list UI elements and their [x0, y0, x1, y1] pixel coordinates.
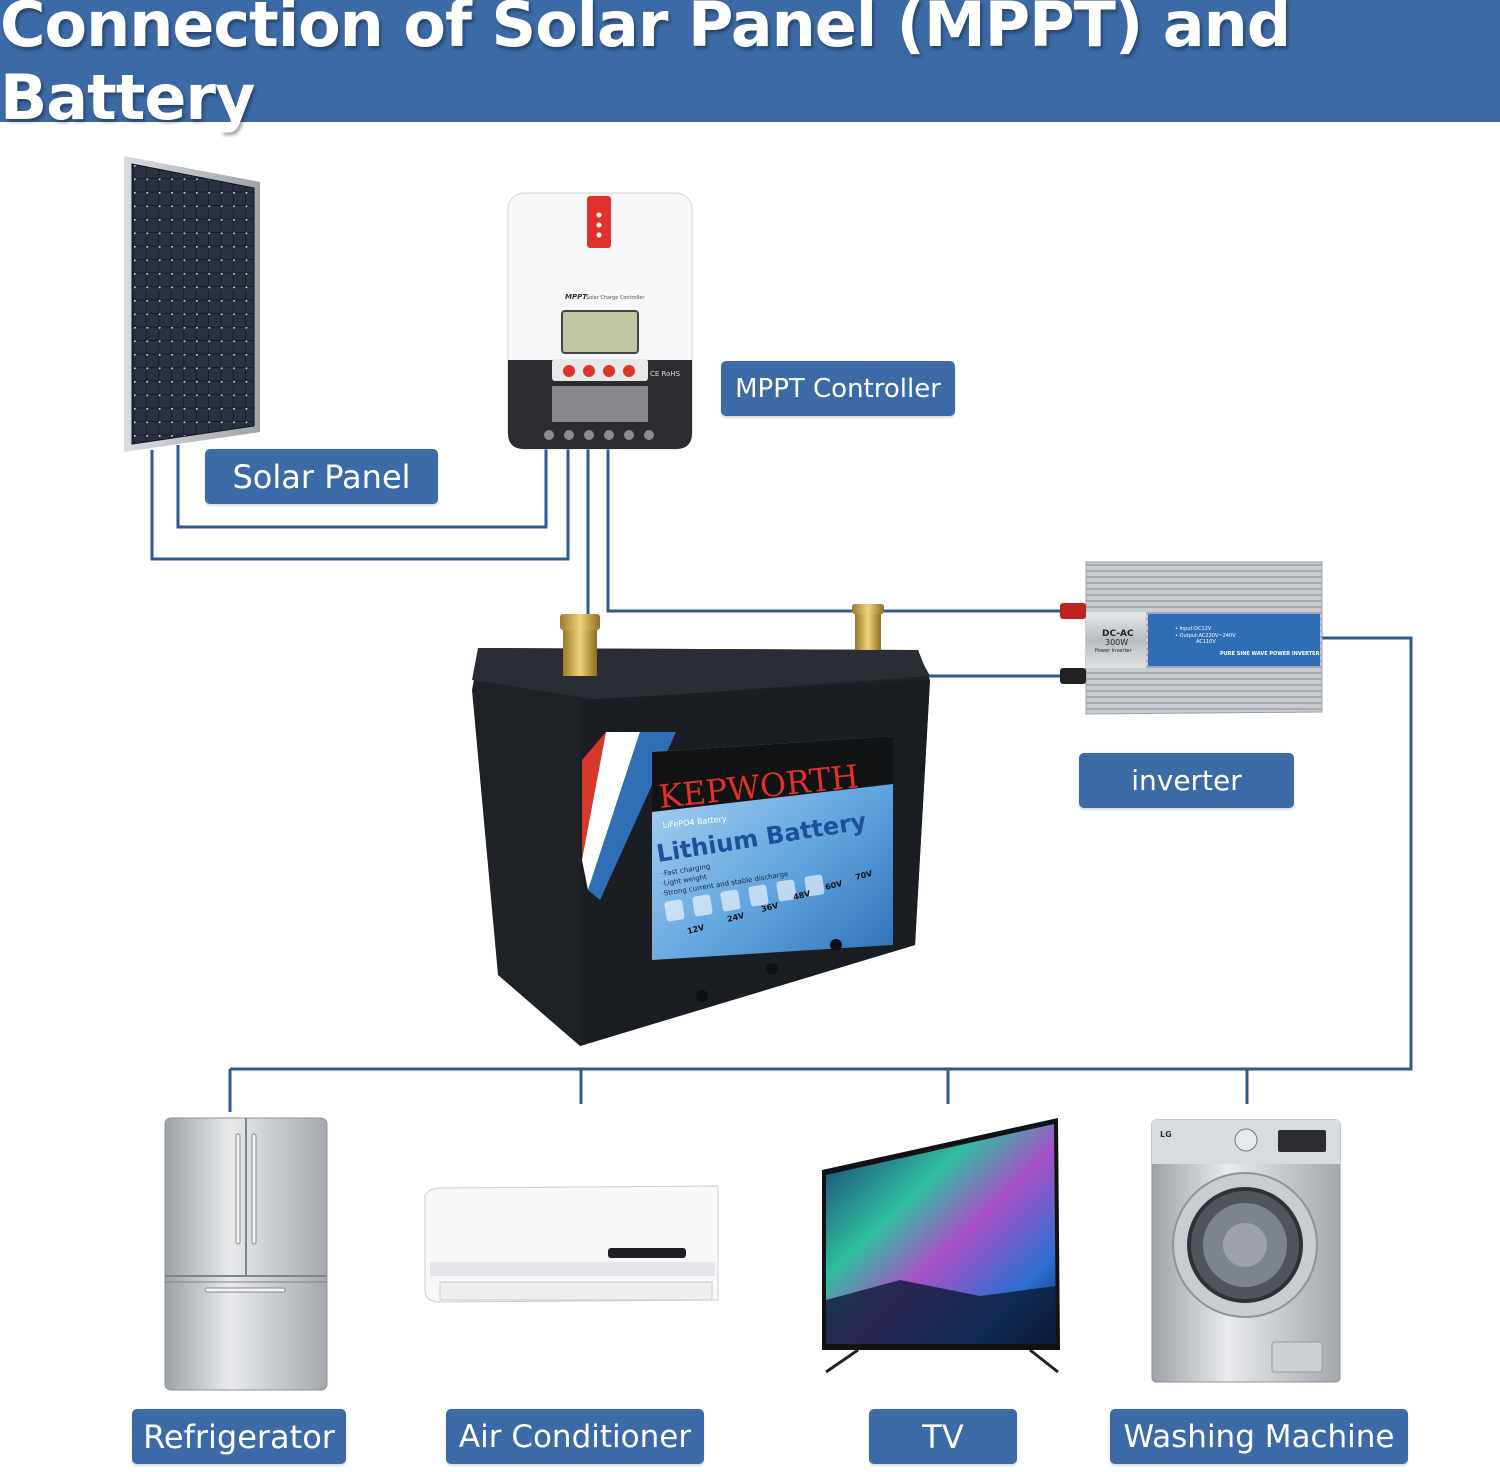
mppt-brand-text: MPPT — [565, 293, 588, 301]
mppt-cert-text: CE RoHS — [650, 370, 681, 378]
battery-voltage-70v: 70V — [854, 869, 874, 882]
wire-solar-positive — [150, 445, 570, 561]
mppt-model-text: Solar Charge Controller — [586, 295, 645, 301]
battery-voltage-24v: 24V — [726, 911, 746, 924]
inverter-spec-line1: • Input:DC12V — [1175, 626, 1212, 632]
label-tv: TV — [869, 1409, 1017, 1464]
label-washing-machine: Washing Machine — [1110, 1409, 1408, 1464]
battery-voltage-12v: 12V — [686, 923, 706, 936]
washing-machine: LG — [1151, 1119, 1341, 1383]
inverter-spec-line2: • Output:AC220V~240V — [1175, 633, 1236, 639]
inverter-model-line3: Power Inverter — [1095, 648, 1132, 654]
label-solar-panel: Solar Panel — [205, 449, 438, 504]
battery: KEPWORTH LiFePO4 Battery Lithium Battery… — [472, 604, 930, 1046]
inverter-model-line2: 300W — [1105, 638, 1128, 647]
mppt-controller: MPPT Solar Charge Controller CE RoHS — [507, 192, 693, 450]
tv — [822, 1118, 1060, 1374]
wire-inverter-output — [230, 636, 1413, 1071]
header-banner: Connection of Solar Panel (MPPT) and Bat… — [0, 0, 1500, 134]
solar-panel — [124, 156, 260, 452]
refrigerator — [164, 1117, 328, 1391]
inverter-model-line1: DC-AC — [1102, 629, 1134, 639]
air-conditioner — [424, 1185, 719, 1303]
battery-voltage-36v: 36V — [760, 901, 780, 914]
inverter-banner-text: PURE SINE WAVE POWER INVERTER — [1220, 651, 1320, 657]
label-inverter: inverter — [1079, 753, 1294, 808]
label-air-conditioner: Air Conditioner — [446, 1409, 704, 1464]
wire-controller-inverter — [606, 445, 1068, 613]
page-title: Connection of Solar Panel (MPPT) and Bat… — [0, 0, 1291, 134]
battery-voltage-60v: 60V — [824, 879, 844, 892]
inverter: DC-AC 300W Power Inverter • Input:DC12V … — [1060, 561, 1323, 715]
inverter-spec-line3: AC110V — [1196, 639, 1216, 645]
battery-voltage-48v: 48V — [792, 889, 812, 902]
wire-solar-negative — [176, 445, 548, 529]
label-refrigerator: Refrigerator — [132, 1409, 346, 1464]
washer-brand: LG — [1160, 1130, 1172, 1139]
label-mppt-controller: MPPT Controller — [721, 361, 955, 416]
